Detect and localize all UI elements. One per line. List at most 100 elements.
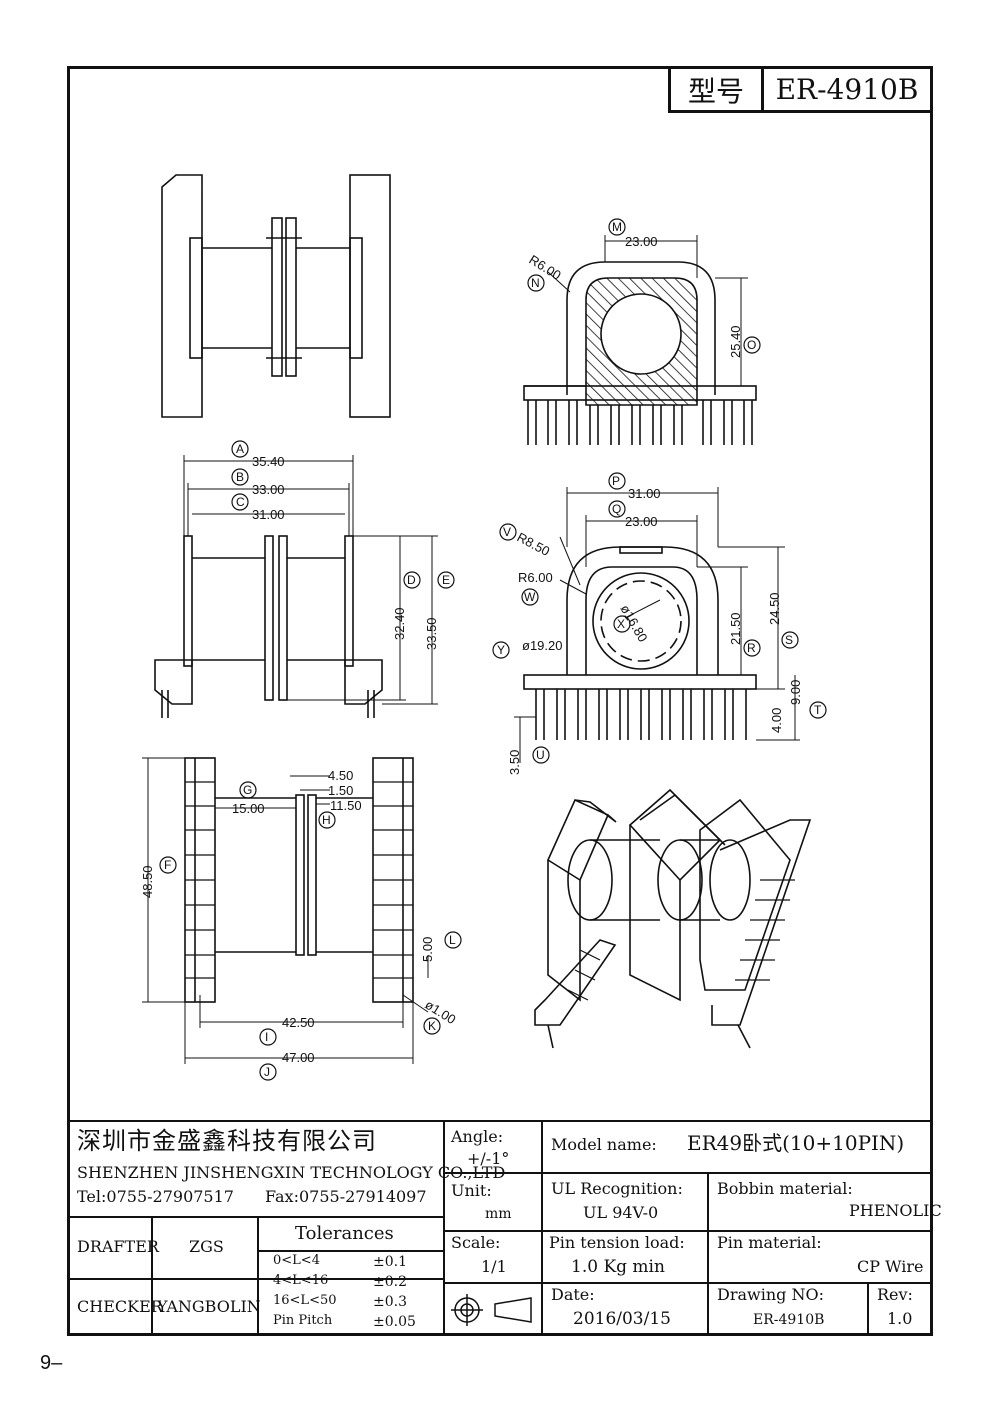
date-value: 2016/03/15 [573,1309,671,1329]
svg-text:W: W [524,590,536,604]
model-name-label: Model name: [551,1135,657,1154]
dim-w: R6.00 [518,570,553,585]
tolerance-range-3: Pin Pitch [273,1313,333,1328]
bobbin-material-label: Bobbin material: [717,1179,853,1198]
dim-v: R8.50 [515,529,553,559]
company-tel: Tel:0755-27907517 [77,1187,234,1206]
svg-text:D: D [407,573,416,587]
dim-i: 42.50 [282,1015,315,1030]
svg-text:N: N [531,276,540,290]
title-block: 深圳市金盛鑫科技有限公司 SHENZHEN JINSHENGXIN TECHNO… [67,1120,942,1336]
dim-m: 23.00 [625,234,658,249]
svg-text:B: B [236,470,244,484]
dim-a: 35.40 [252,454,285,469]
model-label: 型号 [671,69,764,110]
tolerance-range-0: 0<L<4 [273,1253,320,1268]
angle-label: Angle: [451,1127,504,1146]
checker-label: CHECKER [77,1297,163,1316]
front-view-dimensioned [514,487,800,763]
svg-text:Y: Y [497,643,505,657]
rev-value: 1.0 [887,1309,913,1328]
svg-text:U: U [536,748,545,762]
bobbin-material-value: PHENOLIC [849,1201,942,1220]
dim-e: 33.50 [424,617,439,650]
svg-text:L: L [449,933,456,947]
tolerance-value-3: ±0.05 [373,1314,416,1330]
svg-text:J: J [264,1065,270,1079]
tolerance-range-2: 16<L<50 [273,1293,337,1308]
company-fax: Fax:0755-27914097 [265,1187,427,1206]
dim-t: 9.00 [788,680,803,705]
angle-value: +/-1° [467,1149,510,1168]
tolerance-value-2: ±0.3 [373,1294,407,1310]
dim-h3: 11.50 [330,798,362,813]
dim-b: 33.00 [252,482,285,497]
drafter-value: ZGS [189,1237,224,1256]
svg-text:O: O [747,338,756,352]
rev-label: Rev: [877,1285,913,1304]
dim-j: 47.00 [282,1050,315,1065]
dim-p: 31.00 [628,486,661,501]
bottom-view [142,757,429,1064]
dim-s: 24.50 [767,592,782,625]
svg-text:A: A [236,442,244,456]
dim-t2: 4.00 [769,708,784,733]
svg-text:E: E [442,573,450,587]
dim-g: 15.00 [232,801,265,816]
dim-h2: 1.50 [328,783,353,798]
svg-text:X: X [617,617,625,631]
svg-text:S: S [785,633,793,647]
svg-text:F: F [164,858,171,872]
svg-text:P: P [612,474,620,488]
svg-text:I: I [265,1030,268,1044]
drawing-no-label: Drawing NO: [717,1285,824,1304]
svg-text:V: V [503,525,511,539]
svg-text:T: T [814,703,822,717]
checker-value: YANGBOLIN [157,1297,261,1316]
isometric-view [534,788,812,1049]
tolerances-title: Tolerances [295,1223,394,1244]
svg-text:Q: Q [612,502,621,516]
date-label: Date: [551,1285,595,1304]
dim-o: 25.40 [728,325,743,358]
pin-material-label: Pin material: [717,1233,822,1252]
dim-y: ø19.20 [522,638,562,653]
side-view-dimensioned [154,455,438,718]
company-name-cn: 深圳市金盛鑫科技有限公司 [77,1127,377,1155]
scale-value: 1/1 [481,1257,507,1276]
unit-value: mm [485,1206,512,1222]
drawing-no-value: ER-4910B [753,1312,825,1328]
dim-c: 31.00 [252,507,285,522]
company-name-en: SHENZHEN JINSHENGXIN TECHNOLOGY CO.,LTD [77,1163,506,1182]
ul-label: UL Recognition: [551,1179,683,1198]
svg-text:G: G [243,783,252,797]
dim-h1: 4.50 [328,768,353,783]
svg-text:H: H [322,813,331,827]
svg-text:C: C [236,495,245,509]
pin-tension-value: 1.0 Kg min [571,1257,665,1277]
front-view-hatched [523,235,757,445]
dim-u: 3.50 [507,750,522,775]
projection-symbol-icon [451,1294,532,1326]
dimension-labels: 23.00 R6.00 25.40 35.40 33.00 31.00 32.4… [140,234,803,1065]
dim-d: 32.40 [392,607,407,640]
tolerance-value-0: ±0.1 [373,1254,407,1270]
dim-l: 5.00 [420,937,435,962]
model-name-value: ER49卧式(10+10PIN) [687,1131,905,1155]
drafter-label: DRAFTER [77,1237,159,1256]
side-view-top [161,174,391,418]
dim-r: 21.50 [728,612,743,645]
reference-marker-letters: M N O A B C D E P Q V W X Y R S T U G H … [164,220,822,1079]
ul-value: UL 94V-0 [583,1203,659,1222]
pin-material-value: CP Wire [857,1257,924,1276]
tolerance-range-1: 4<L<16 [273,1273,329,1288]
model-number-box: 型号 ER-4910B [668,66,933,113]
unit-label: Unit: [451,1181,492,1200]
pin-tension-label: Pin tension load: [549,1233,685,1252]
tolerance-value-1: ±0.2 [373,1274,407,1290]
model-value: ER-4910B [775,73,919,106]
svg-text:K: K [428,1019,436,1033]
svg-text:M: M [612,220,622,234]
page-number: 9– [40,1352,63,1374]
